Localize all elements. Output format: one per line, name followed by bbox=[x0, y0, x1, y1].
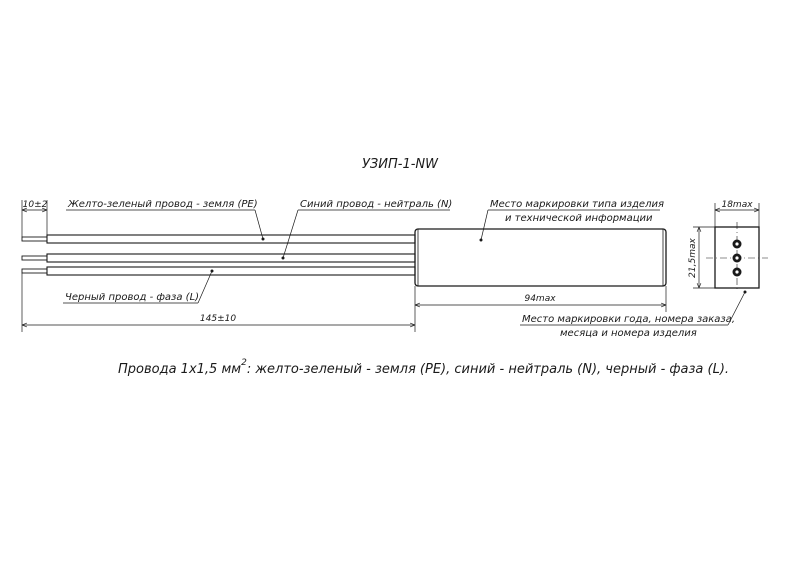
leader-wire-black: Черный провод - фаза (L) bbox=[63, 269, 214, 304]
callout-marking-date-1: Место маркировки года, номера заказа, bbox=[522, 314, 735, 325]
dimension-body-width: 18max bbox=[714, 200, 760, 227]
wire-note-suffix: : желто-зеленый - земля (PE), синий - не… bbox=[247, 362, 729, 377]
wires bbox=[46, 234, 416, 276]
stripped-wire-ends bbox=[21, 236, 48, 274]
leader-date-marking: Место маркировки года, номера заказа, ме… bbox=[520, 290, 747, 339]
dimension-strip-length: 10±2 bbox=[21, 200, 48, 237]
leader-wire-blue: Синий провод - нейтраль (N) bbox=[281, 199, 452, 260]
leader-wire-yellow-green: Желто-зеленый провод - земля (PE) bbox=[66, 199, 265, 241]
dimension-total-length: 145±10 bbox=[21, 273, 416, 332]
callout-wire-black: Черный провод - фаза (L) bbox=[65, 292, 199, 303]
dim-body-width-label: 18max bbox=[721, 200, 753, 210]
leader-type-marking: Место маркировки типа изделия и техничес… bbox=[479, 199, 664, 242]
callout-wire-yg: Желто-зеленый провод - земля (PE) bbox=[67, 199, 258, 210]
wire-yellow-green bbox=[46, 234, 416, 244]
dim-body-length-label: 94max bbox=[524, 294, 556, 304]
dimension-body-length: 94max bbox=[415, 286, 667, 312]
device-end-view bbox=[706, 222, 768, 292]
wire-note: Провода 1х1,5 мм2: желто-зеленый - земля… bbox=[118, 358, 729, 377]
wire-note-prefix: Провода 1х1,5 мм bbox=[118, 362, 241, 377]
dim-total-label: 145±10 bbox=[200, 314, 236, 324]
wire-blue bbox=[46, 253, 416, 263]
device-body bbox=[414, 228, 667, 287]
callout-marking-type-1: Место маркировки типа изделия bbox=[490, 199, 664, 210]
dim-body-height-label: 21,5max bbox=[688, 238, 698, 278]
callout-marking-type-2: и технической информации bbox=[505, 213, 653, 224]
dim-strip-label: 10±2 bbox=[23, 200, 48, 210]
wire-black bbox=[46, 266, 416, 276]
callout-wire-blue: Синий провод - нейтраль (N) bbox=[300, 199, 452, 210]
dimension-body-height: 21,5max bbox=[688, 226, 715, 289]
callout-marking-date-2: месяца и номера изделия bbox=[560, 328, 697, 339]
product-title: УЗИП-1-NW bbox=[362, 157, 439, 172]
wire-note-superscript: 2 bbox=[241, 358, 247, 368]
